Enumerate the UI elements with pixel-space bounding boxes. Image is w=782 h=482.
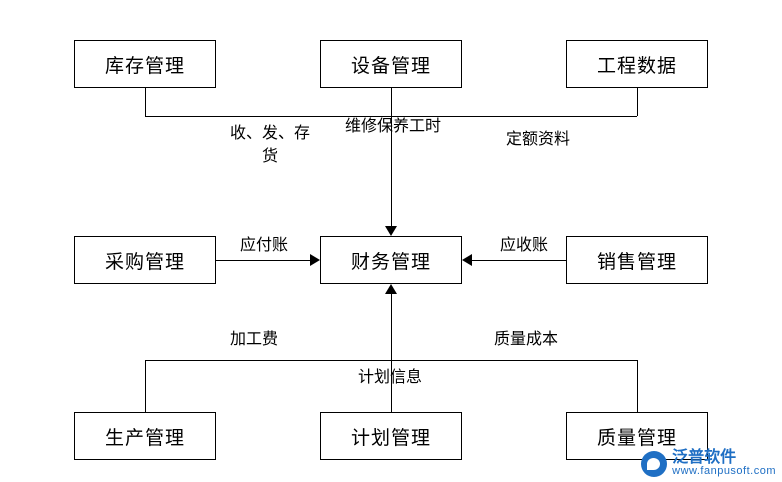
node-finance[interactable]: 财务管理: [320, 236, 462, 284]
node-inventory[interactable]: 库存管理: [74, 40, 216, 88]
watermark: 泛普软件 www.fanpusoft.com: [641, 448, 776, 478]
edge-label-quality-cost: 质量成本: [493, 331, 558, 348]
edge-label-goods-flow: 收、发、存 货: [229, 125, 310, 166]
arrowhead-bottom-to-finance: [385, 284, 397, 294]
node-purchasing[interactable]: 采购管理: [74, 236, 216, 284]
watermark-brand-url: www.fanpusoft.com: [672, 465, 776, 478]
wire-purchasing-to-finance: [216, 260, 310, 261]
arrowhead-sales-to-finance: [462, 254, 472, 266]
edge-label-maintenance-hours: 维修保养工时: [344, 118, 441, 135]
watermark-brand-cn: 泛普软件: [672, 448, 737, 466]
wire-engineering-down: [637, 88, 638, 116]
node-production[interactable]: 生产管理: [74, 412, 216, 460]
watermark-text: 泛普软件 www.fanpusoft.com: [672, 448, 776, 478]
fanpu-logo-icon: [641, 450, 668, 477]
wire-production-up: [145, 360, 146, 412]
wire-sales-to-finance: [472, 260, 566, 261]
node-quality[interactable]: 质量管理: [566, 412, 708, 460]
node-engineering-data[interactable]: 工程数据: [566, 40, 708, 88]
edge-label-processing-fee: 加工费: [229, 331, 278, 348]
wire-inventory-down: [145, 88, 146, 116]
arrowhead-purchasing-to-finance: [310, 254, 320, 266]
node-sales[interactable]: 销售管理: [566, 236, 708, 284]
edge-label-accounts-receivable: 应收账: [499, 237, 548, 254]
edge-label-accounts-payable: 应付账: [239, 237, 288, 254]
wire-quality-up: [637, 360, 638, 412]
arrowhead-top-to-finance: [385, 226, 397, 236]
edge-label-plan-info: 计划信息: [357, 369, 422, 386]
wire-equipment-to-finance: [391, 88, 392, 226]
node-planning[interactable]: 计划管理: [320, 412, 462, 460]
node-equipment[interactable]: 设备管理: [320, 40, 462, 88]
edge-label-quota-data: 定额资料: [505, 131, 570, 148]
wire-planning-to-finance: [391, 294, 392, 412]
